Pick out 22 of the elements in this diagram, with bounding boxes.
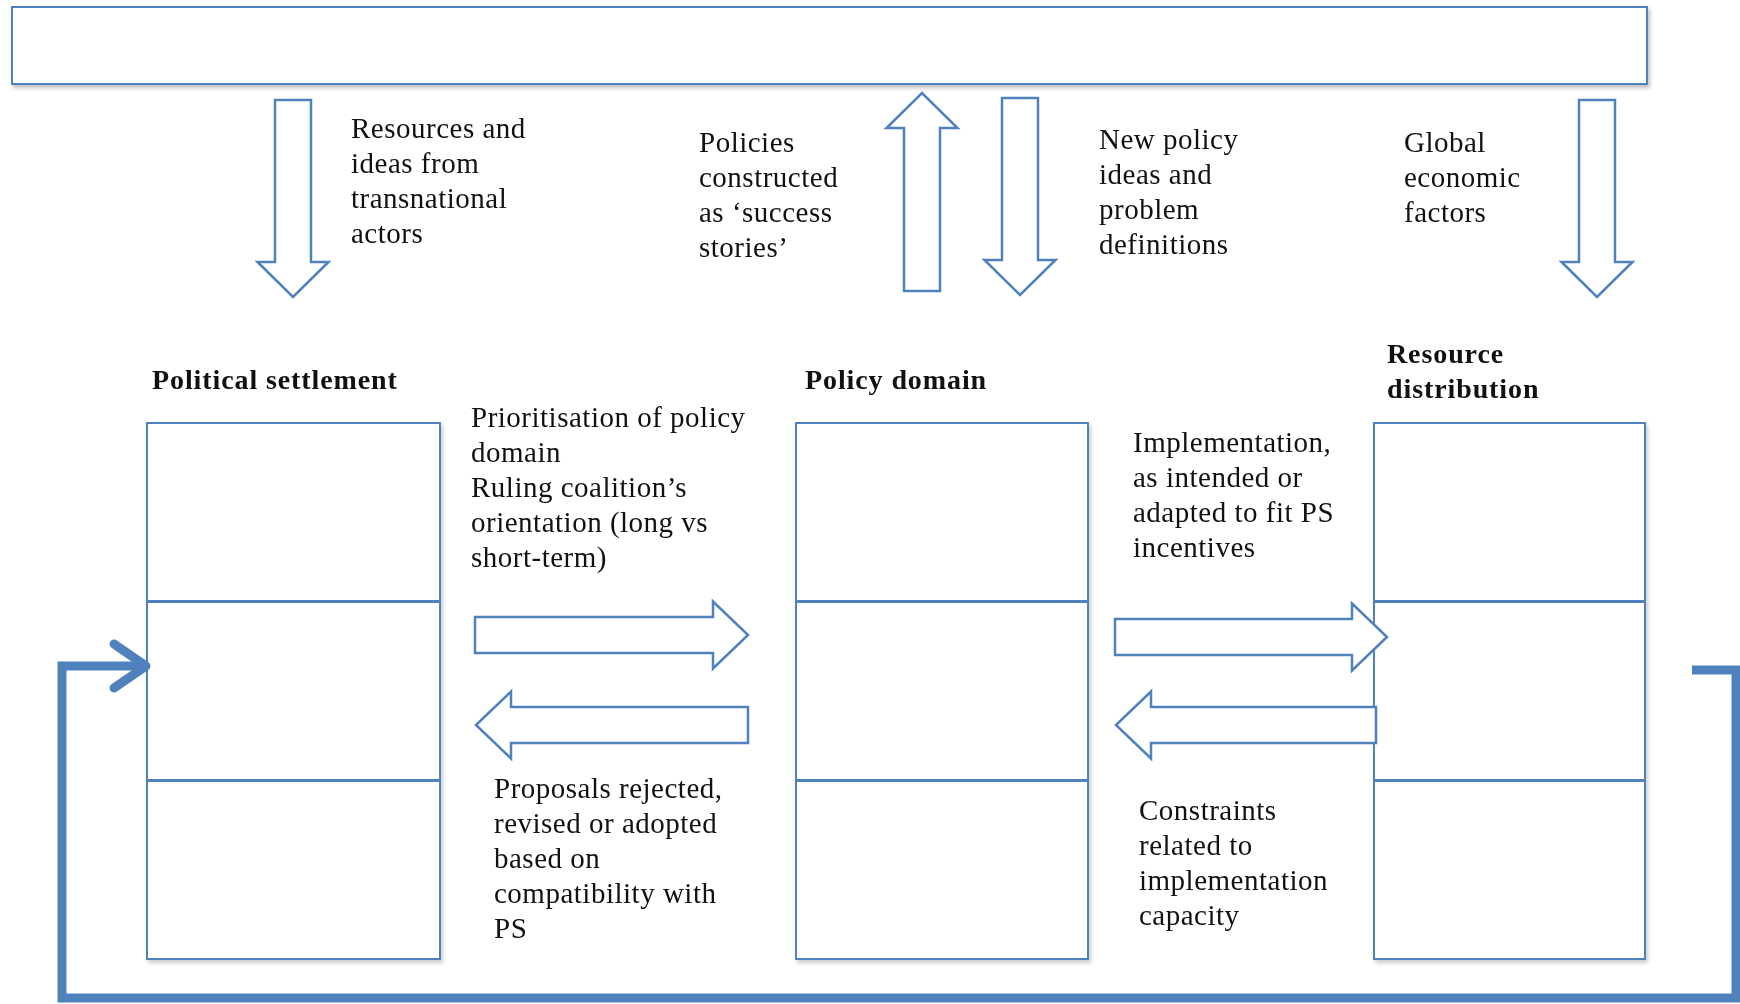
edge-label: Resources and ideas from transnational actors xyxy=(351,111,527,251)
block-arrow xyxy=(981,96,1059,297)
feedback-arrow xyxy=(57,639,1740,1003)
block-arrow xyxy=(1113,600,1389,674)
block-arrow xyxy=(1114,688,1378,762)
edge-label: Constraints related to implementation capacity xyxy=(1139,793,1329,933)
edge-label: Implementation, as intended or adapted to fit PS incentives xyxy=(1133,425,1335,565)
block-arrow xyxy=(254,98,332,299)
block-arrow xyxy=(1558,98,1636,299)
edge-label: Policies constructed as ‘success stories’ xyxy=(699,125,840,265)
block-arrow xyxy=(474,688,750,762)
banner-box xyxy=(11,6,1648,85)
column-heading: Policy domain xyxy=(805,363,989,397)
edge-label: New policy ideas and problem definitions xyxy=(1099,122,1240,262)
edge-label: Global economic factors xyxy=(1404,125,1522,230)
note-text: Prioritisation of policy domain xyxy=(471,400,747,470)
block-arrow xyxy=(473,598,750,672)
edge-label: Proposals rejected, revised or adopted based on compatibility with PS xyxy=(494,771,724,946)
column-heading: Resource distribution xyxy=(1387,337,1541,406)
edge-label: Ruling coalition’s orientation (long vs short-term) xyxy=(471,470,710,575)
block-arrow xyxy=(883,91,961,293)
column-heading: Political settlement xyxy=(152,363,399,397)
